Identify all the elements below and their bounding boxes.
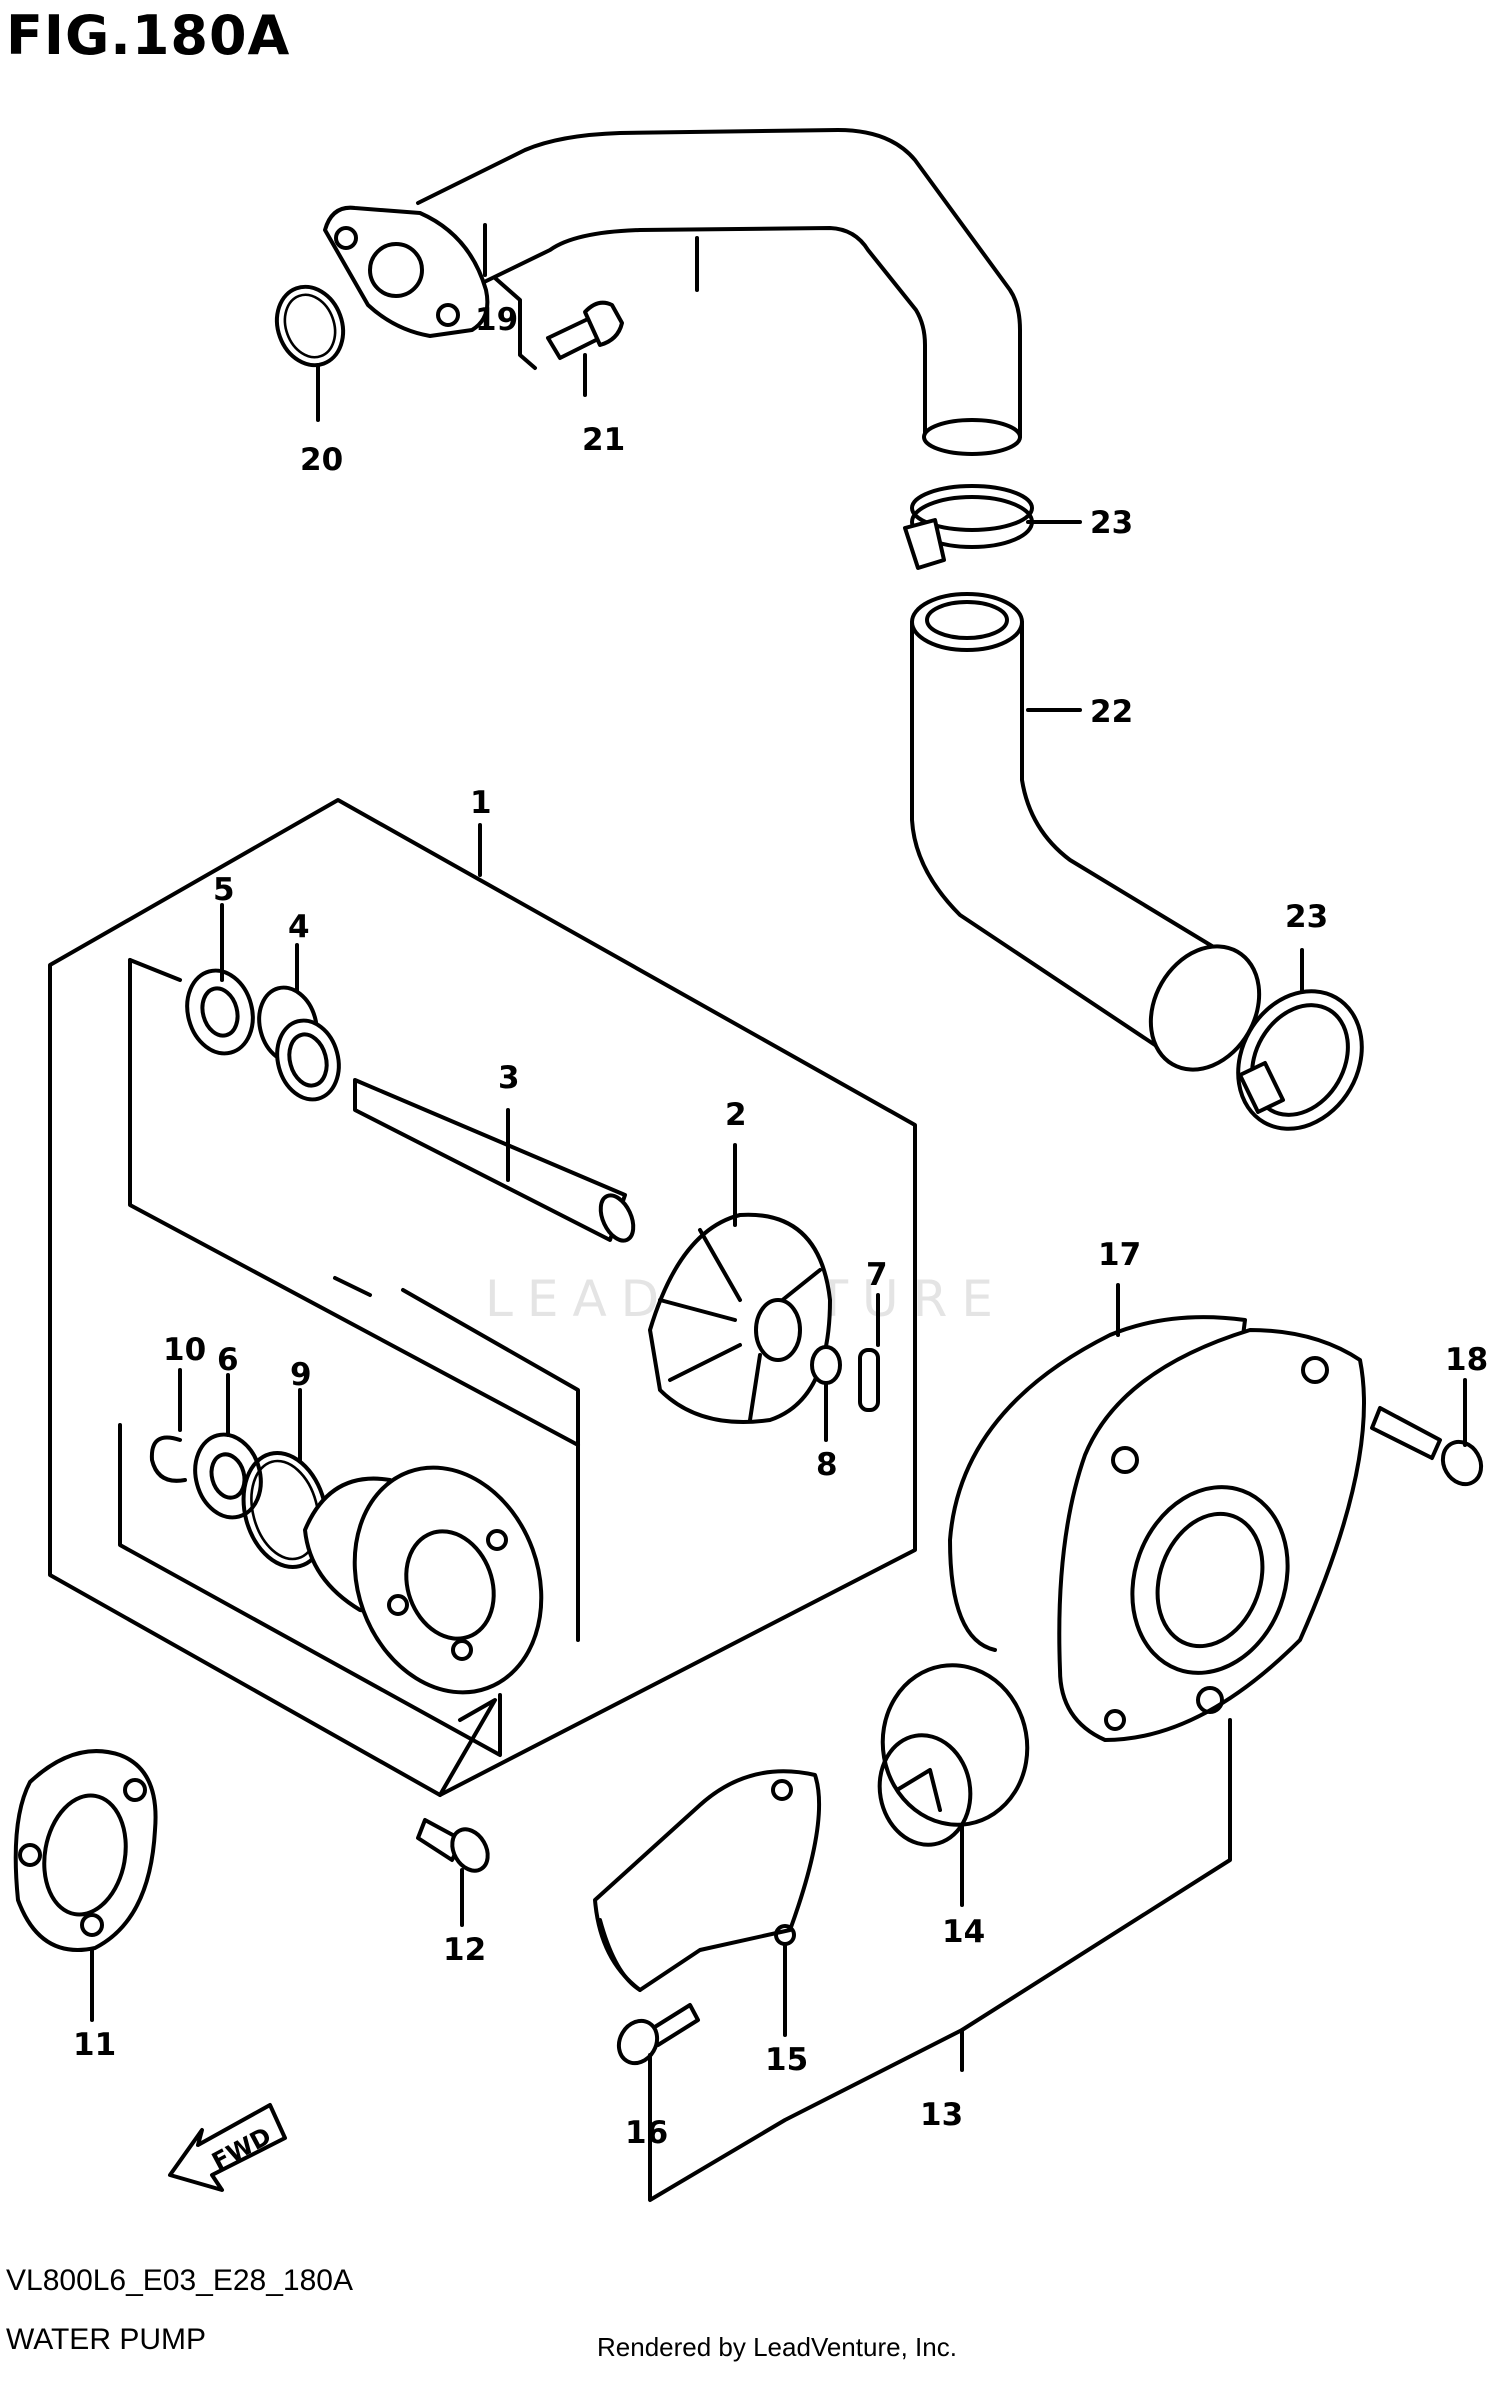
- hose-clamp-lower-part[interactable]: [1214, 969, 1386, 1152]
- circlip-part-10[interactable]: [149, 1435, 187, 1483]
- pin-part-7[interactable]: [858, 1348, 880, 1412]
- oil-seal-part-5[interactable]: [178, 963, 262, 1061]
- callout-5: 5: [213, 872, 235, 908]
- callout-3: 3: [498, 1060, 520, 1096]
- thermostat-case-part-17[interactable]: [948, 1315, 1366, 1742]
- thermostat-part-14[interactable]: [870, 1654, 1040, 1852]
- bolt-part-18[interactable]: [1370, 1406, 1489, 1491]
- diagram-name: WATER PUMP: [6, 2323, 206, 2356]
- callout-12: 12: [443, 1932, 486, 1968]
- render-credit: Rendered by LeadVenture, Inc.: [597, 2332, 957, 2362]
- callout-6: 6: [217, 1342, 239, 1378]
- callout-7: 7: [866, 1257, 888, 1293]
- fwd-direction-arrow: FWD: [168, 2103, 287, 2192]
- bolt-part-21[interactable]: [493, 276, 624, 370]
- callout-22: 22: [1090, 694, 1133, 730]
- gasket-part-11[interactable]: [13, 1749, 158, 1952]
- callout-20: 20: [300, 442, 343, 478]
- callout-labels: 19 21 20 23 22 23 1 5 4 3 2 7 8 17 18 10…: [73, 302, 1488, 2151]
- radiator-hose-part[interactable]: [910, 592, 1281, 1089]
- callout-10: 10: [163, 1332, 206, 1368]
- callout-8: 8: [816, 1447, 838, 1483]
- callout-21: 21: [582, 422, 625, 458]
- callout-9: 9: [290, 1357, 312, 1393]
- callout-17: 17: [1098, 1237, 1141, 1273]
- oring-part-20[interactable]: [266, 277, 354, 374]
- leader-lines: [90, 223, 1467, 2202]
- page-title: FIG.180A: [6, 4, 291, 67]
- callout-19: 19: [475, 302, 518, 338]
- pump-body[interactable]: [303, 1441, 572, 1719]
- water-pipe-part[interactable]: [323, 128, 1022, 456]
- screw-part-12[interactable]: [416, 1818, 495, 1877]
- callout-13: 13: [920, 2097, 963, 2133]
- callout-4: 4: [288, 909, 310, 945]
- callout-23-lower: 23: [1285, 899, 1328, 935]
- callout-15: 15: [765, 2042, 808, 2078]
- callout-14: 14: [942, 1914, 985, 1950]
- callout-18: 18: [1445, 1342, 1488, 1378]
- callout-23-upper: 23: [1090, 505, 1133, 541]
- washer-part-8[interactable]: [810, 1345, 842, 1385]
- screw-part-16[interactable]: [611, 2003, 700, 2070]
- pump-shaft-part-3[interactable]: [353, 1078, 640, 1246]
- impeller-part-2[interactable]: [648, 1212, 832, 1424]
- callout-2: 2: [725, 1097, 747, 1133]
- mechanical-seal-part-4[interactable]: [251, 981, 347, 1106]
- hose-clamp-upper-part[interactable]: [903, 484, 1034, 570]
- diagram-code: VL800L6_E03_E28_180A: [6, 2264, 353, 2297]
- callout-16: 16: [625, 2115, 668, 2151]
- callout-11: 11: [73, 2027, 116, 2063]
- callout-1: 1: [470, 785, 492, 821]
- thermostat-cover-part-15[interactable]: [593, 1769, 822, 1992]
- water-pump-assembly-frame: [48, 798, 917, 1797]
